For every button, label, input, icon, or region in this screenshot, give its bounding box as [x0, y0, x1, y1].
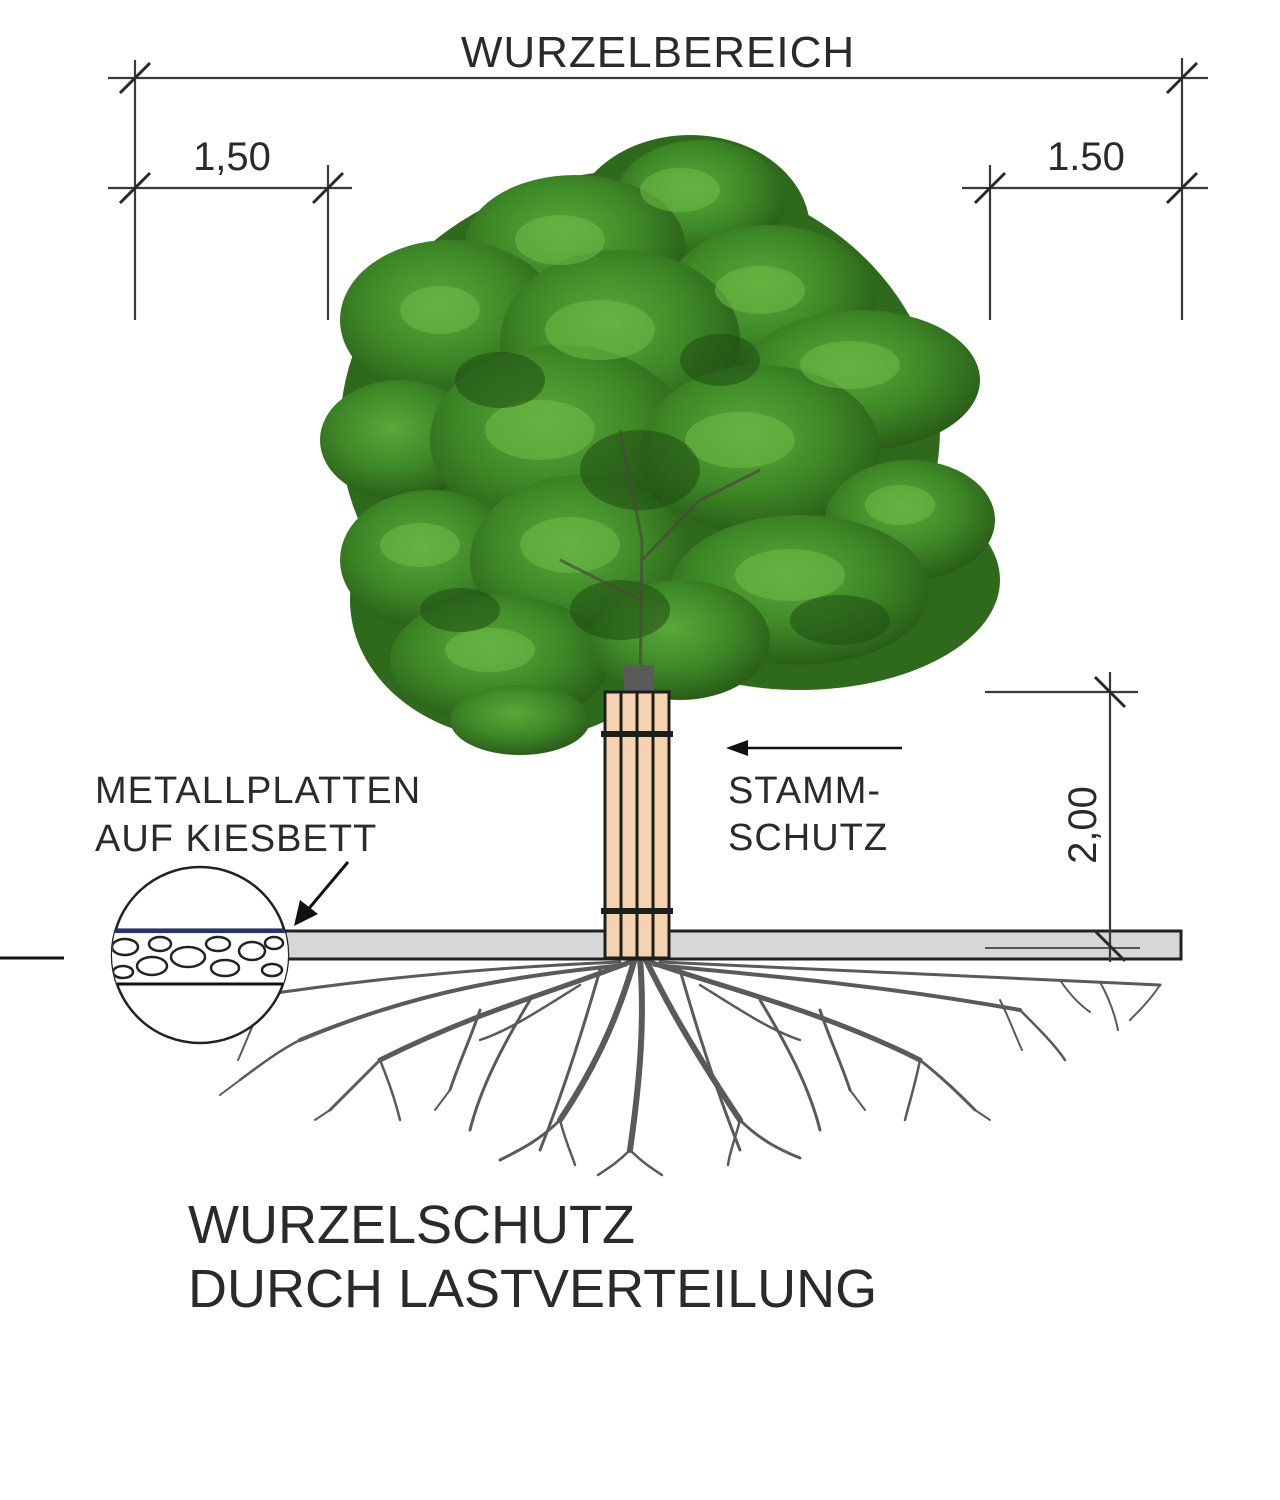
dim-right-label: 1.50 [1047, 135, 1125, 179]
tree-canopy-icon [320, 135, 1000, 755]
caption-line2: DURCH LASTVERTEILUNG [188, 1259, 877, 1319]
tree-trunk [624, 665, 654, 695]
trunk-guard [601, 690, 673, 960]
dimension-root-zone: WURZELBEREICH [108, 28, 1208, 320]
dim-left-label: 1,50 [193, 135, 271, 179]
dimension-left: 1,50 [108, 135, 352, 320]
dimension-height: 2,00 [985, 672, 1138, 963]
arrow-left-icon [726, 740, 902, 756]
roots-icon [168, 955, 1162, 1177]
trunk-guard-label-line1: STAMM- [728, 770, 881, 812]
gravel-bed-icon [110, 865, 290, 1045]
dim-height-label: 2,00 [1061, 786, 1105, 864]
dimension-right: 1.50 [962, 135, 1208, 320]
ground-slab [283, 929, 1183, 961]
trunk-guard-label-line2: SCHUTZ [728, 817, 888, 859]
caption-line1: WURZELSCHUTZ [188, 1195, 635, 1255]
root-zone-label: WURZELBEREICH [461, 28, 855, 77]
plates-label-line2: AUF KIESBETT [95, 818, 377, 860]
plates-label-line1: METALLPLATTEN [95, 770, 421, 812]
leader-arrow-icon [294, 861, 350, 926]
